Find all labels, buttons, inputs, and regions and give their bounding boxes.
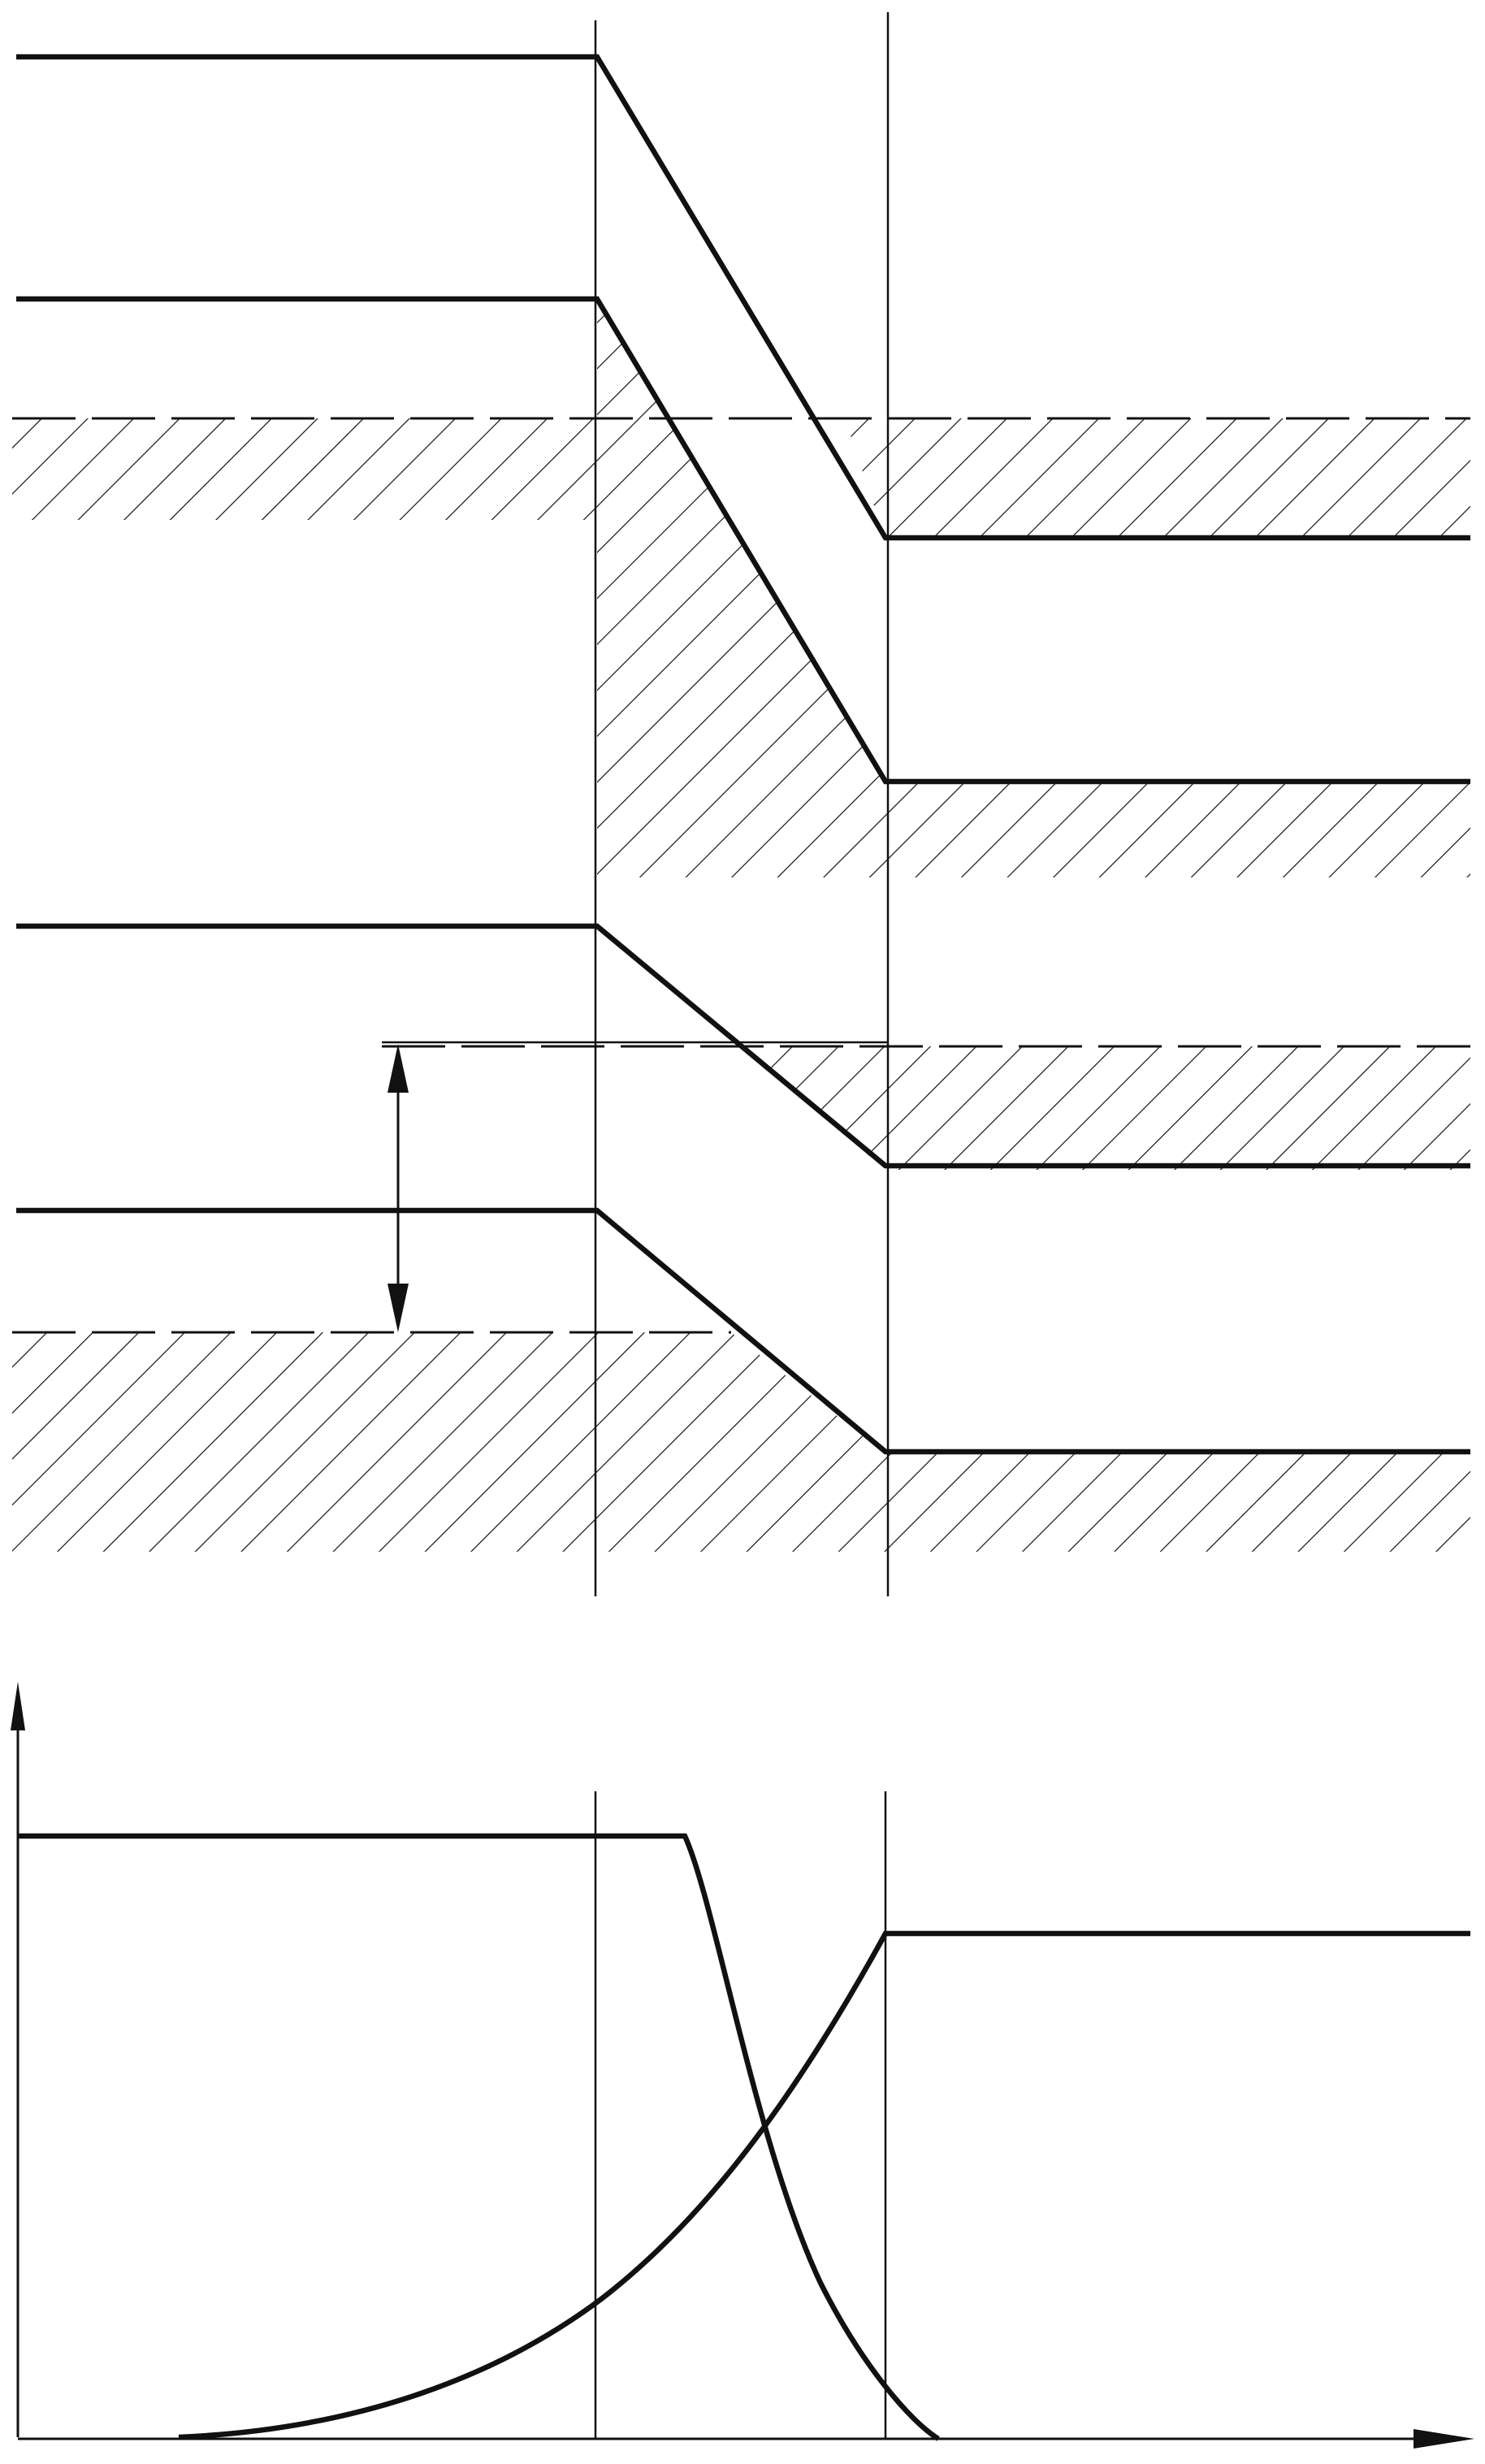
hatch-region-1 [12,418,597,520]
hatch-region-3 [845,418,1470,540]
arrow-right-icon [1414,2429,1474,2449]
hatch-region-5 [739,1046,1470,1170]
curve-decreasing [18,1833,940,2441]
curve-increasing [178,1930,1470,2440]
double-arrow-icon [387,1044,409,1332]
band-line-1 [16,54,1470,541]
bottom-plot [11,1682,1474,2449]
band-line-4 [16,1207,1470,1455]
band-line-3 [16,923,1470,1169]
arrow-up-icon [11,1682,25,1730]
hatch-region-4 [885,784,1470,877]
band-line-2 [16,296,1470,785]
